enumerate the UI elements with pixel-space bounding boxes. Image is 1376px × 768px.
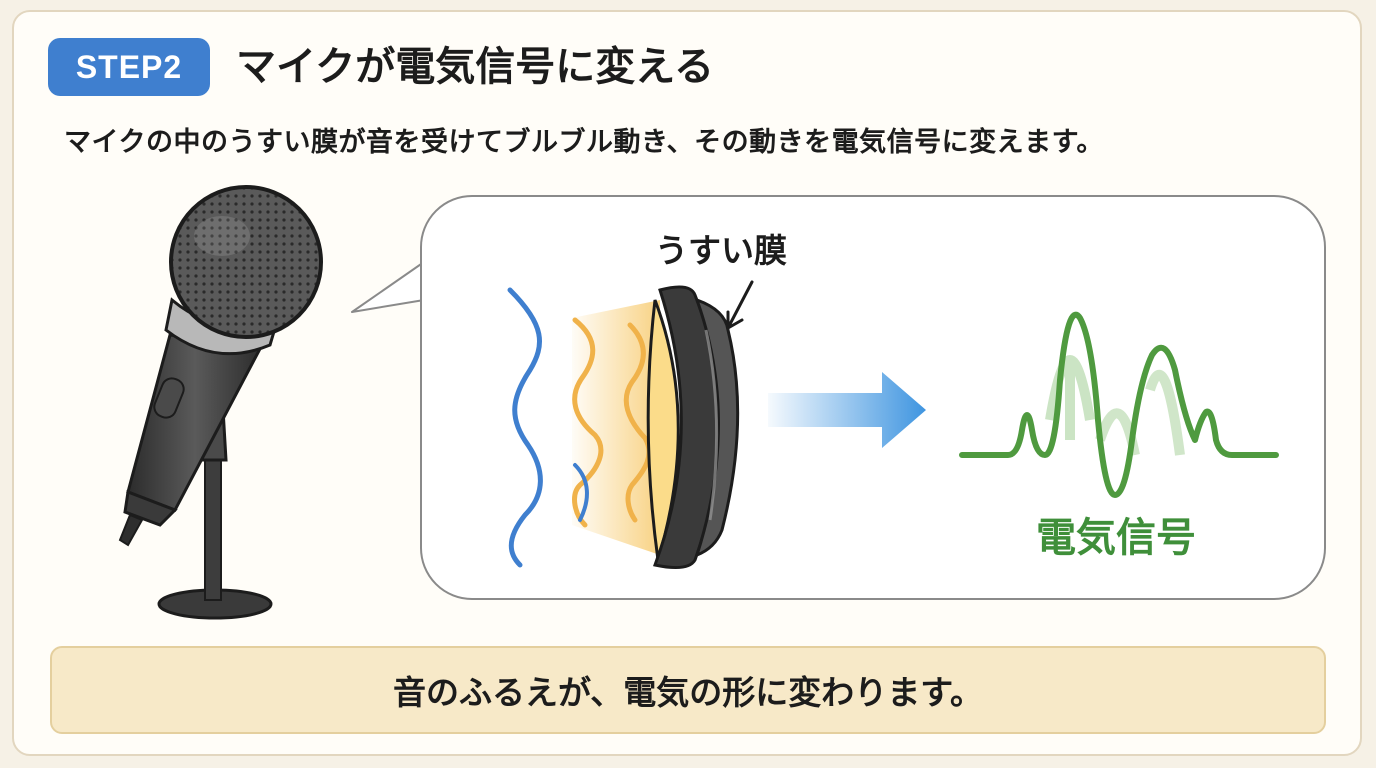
page-title: マイクが電気信号に変える — [236, 44, 714, 90]
arrow-right-icon — [768, 372, 926, 448]
sound-wave-icon — [507, 287, 543, 568]
vibration-wave-1 — [572, 317, 604, 528]
footer-text: 音のふるえが、電気の形に変わります。 — [392, 673, 984, 712]
description-text: マイクの中のうすい膜が音を受けてブルブル動き、その動きを電気信号に変えます。 — [64, 127, 1104, 158]
vibration-wave-2 — [623, 322, 652, 523]
membrane-label: うすい膜 — [655, 231, 787, 270]
signal-wave-icon — [959, 311, 1279, 498]
step-badge: STEP2 — [48, 38, 210, 96]
membrane-icon — [646, 285, 740, 570]
microphone-icon — [118, 185, 323, 620]
signal-label: 電気信号 — [1036, 515, 1196, 561]
footer-summary: 音のふるえが、電気の形に変わります。 — [50, 646, 1326, 734]
